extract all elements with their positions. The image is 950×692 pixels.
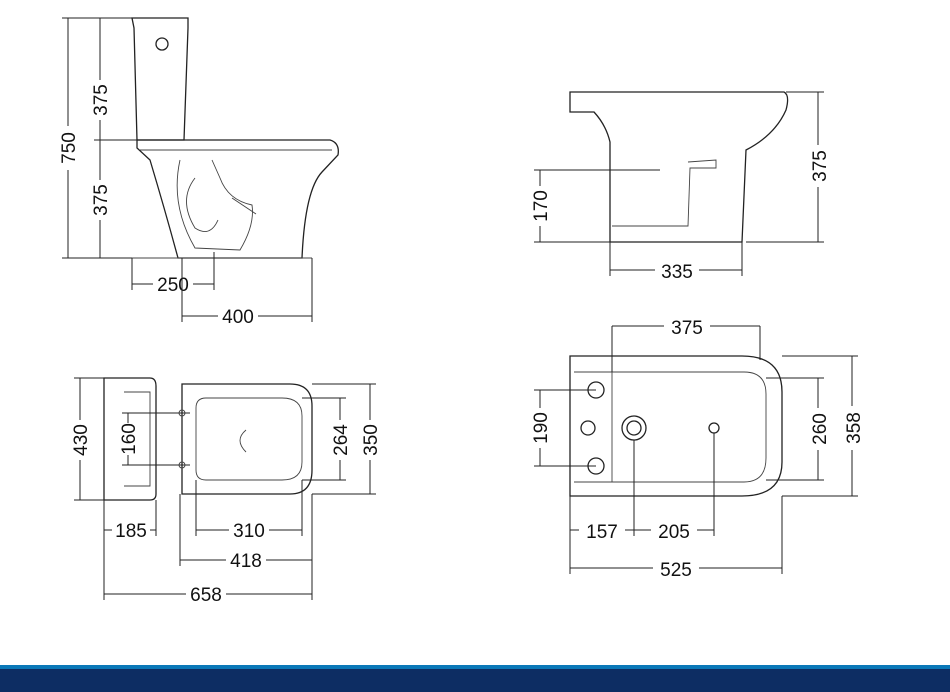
bidet-deck-line bbox=[574, 371, 612, 483]
dim-label-525: 525 bbox=[660, 560, 692, 581]
bidet-side-elevation: 375 170 335 bbox=[528, 91, 831, 283]
seat-plan-inner bbox=[195, 397, 303, 481]
overflow-hole bbox=[708, 422, 720, 434]
dim-label-310: 310 bbox=[233, 521, 265, 542]
bidet-side-outline bbox=[569, 91, 789, 243]
dim-label-170: 170 bbox=[531, 190, 552, 222]
footer-accent-stripe bbox=[0, 665, 950, 669]
dim-label-658: 658 bbox=[190, 585, 222, 606]
dim-label-350: 350 bbox=[361, 424, 382, 456]
cistern-outline bbox=[131, 17, 189, 141]
cistern-plan-inner bbox=[124, 391, 151, 487]
dim-label-375-pan: 375 bbox=[91, 184, 112, 216]
dim-label-160: 160 bbox=[119, 423, 140, 455]
outlet-spigot bbox=[231, 197, 257, 215]
wc-plan-view: 430 160 264 350 185 310 418 658 bbox=[69, 377, 382, 606]
tap-hole-middle bbox=[580, 420, 596, 436]
wc-side-elevation: 750 375 375 250 400 bbox=[56, 17, 339, 328]
dim-label-750: 750 bbox=[59, 132, 80, 164]
dim-label-418: 418 bbox=[230, 551, 262, 572]
footer-band bbox=[0, 665, 950, 692]
footer-base-stripe bbox=[0, 669, 950, 692]
dim-label-190: 190 bbox=[531, 412, 552, 444]
dim-label-185: 185 bbox=[115, 521, 147, 542]
seat-plan-outer bbox=[181, 383, 313, 495]
dim-line-375-a bbox=[94, 18, 137, 141]
dim-label-375-bidet: 375 bbox=[810, 150, 831, 182]
cistern-plan bbox=[103, 377, 157, 501]
dim-label-157: 157 bbox=[586, 522, 618, 543]
dim-label-250: 250 bbox=[157, 275, 189, 296]
trap-inner bbox=[186, 177, 219, 233]
flush-button bbox=[155, 37, 169, 51]
waste-outlet-inner bbox=[626, 420, 642, 436]
dim-label-400: 400 bbox=[222, 307, 254, 328]
dim-label-375-cistern: 375 bbox=[91, 84, 112, 116]
trap-outline bbox=[176, 159, 253, 251]
pan-outline bbox=[136, 139, 339, 259]
bidet-plan-outer bbox=[569, 355, 783, 497]
dim-label-205: 205 bbox=[658, 522, 690, 543]
technical-drawing: 750 375 375 250 400 430 160 264 350 bbox=[56, 17, 865, 606]
dim-label-260: 260 bbox=[810, 413, 831, 445]
dim-line-185 bbox=[103, 500, 157, 600]
dim-label-430: 430 bbox=[71, 424, 92, 456]
bidet-plan-bowl bbox=[611, 371, 767, 483]
bidet-plan-view: 375 190 260 358 157 205 525 bbox=[528, 315, 865, 581]
dim-label-335: 335 bbox=[661, 262, 693, 283]
dim-line-170 bbox=[534, 169, 660, 243]
dim-label-358: 358 bbox=[844, 412, 865, 444]
waste-outlet-outer bbox=[621, 415, 647, 441]
bowl-mark bbox=[239, 429, 247, 453]
dim-label-264: 264 bbox=[331, 424, 352, 456]
dim-label-375-plan: 375 bbox=[671, 318, 703, 339]
